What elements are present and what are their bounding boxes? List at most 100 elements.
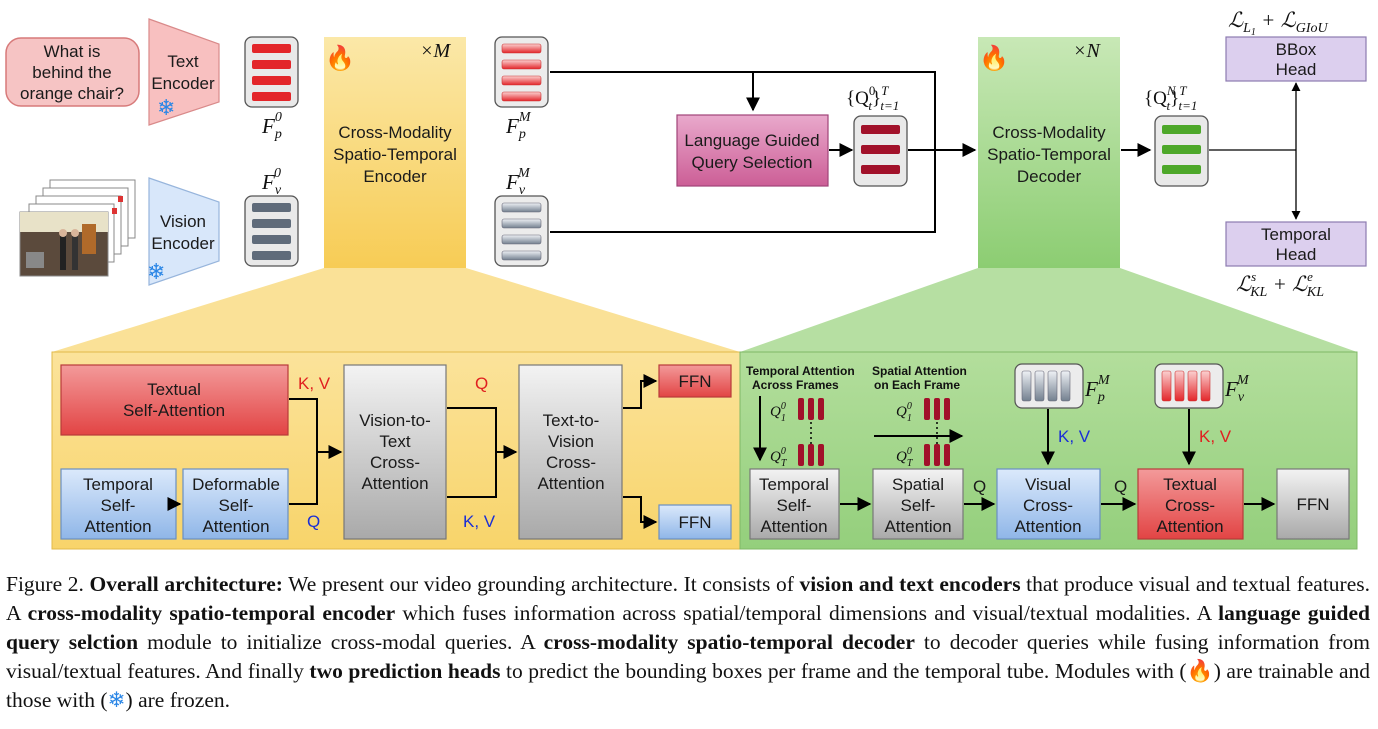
caption-text-2: that produce visual and textual features…: [6, 572, 1370, 625]
vision-encoder-line-2: Encoder: [151, 234, 215, 253]
snowflake-icon: ❄: [157, 95, 175, 120]
spatial-query-bars: [924, 398, 950, 466]
encoder-line-1: Cross-Modality: [338, 123, 452, 142]
text-to-vision-cross-attention: Text-to- Vision Cross- Attention: [518, 364, 623, 540]
caption-text-5: to decoder queries while fusing informat…: [6, 630, 1370, 683]
query-qn-stack: [1154, 115, 1209, 187]
textual-sa-line-1: Textual: [147, 380, 201, 399]
temporal-head: Temporal Head: [1225, 221, 1367, 267]
feature-fpm-stack: [494, 36, 549, 108]
text-encoder-line-1: Text: [167, 52, 198, 71]
enc-temporal-sa-line-1: Temporal: [83, 475, 153, 494]
q-label-decoder-2: Q: [1114, 477, 1127, 496]
ffn-top: FFN: [658, 364, 732, 398]
spatial-self-attention-dec: Spatial Self- Attention: [872, 468, 964, 540]
feature-fv0-stack: [244, 195, 299, 267]
caption-label: Figure 2.: [6, 572, 84, 596]
video-frames-thumbnail: [19, 179, 136, 277]
kv-red-label: K, V: [1199, 427, 1232, 446]
question-line-3: orange chair?: [20, 84, 124, 103]
architecture-figure: What is behind the orange chair? Text En…: [5, 8, 1367, 550]
vision-encoder: Vision Encoder ❄: [147, 177, 220, 286]
v2t-line-2: Text: [379, 432, 410, 451]
flame-icon: 🔥: [1186, 659, 1214, 683]
cross-modality-decoder: 🔥 ×N Cross-Modality Spatio-Temporal Deco…: [978, 37, 1120, 268]
flame-icon: 🔥: [979, 44, 1009, 72]
spatial-attention-heading-1: Spatial Attention: [872, 364, 967, 378]
enc-temporal-sa-line-2: Self-: [101, 496, 136, 515]
language-guided-query-selection: Language Guided Query Selection: [676, 114, 829, 187]
ffn-top-label: FFN: [678, 372, 711, 391]
visual-ca-line-2: Cross-: [1023, 496, 1073, 515]
fvm-label: FvM: [505, 166, 531, 198]
bbox-head-line-2: Head: [1276, 60, 1317, 79]
caption-text-6: to predict the bounding boxes per frame …: [500, 659, 1187, 683]
encoder-repeat-label: ×M: [420, 40, 451, 62]
t2v-line-3: Cross-: [546, 453, 596, 472]
loss-bbox: ℒL1 + ℒGIoU: [1228, 8, 1328, 38]
lgqs-line-1: Language Guided: [684, 131, 819, 150]
ffn-decoder-label: FFN: [1296, 495, 1329, 514]
textual-ca-line-1: Textual: [1163, 475, 1217, 494]
textual-cross-attention: Textual Cross- Attention: [1137, 468, 1244, 540]
decoder-line-3: Decoder: [1017, 167, 1082, 186]
caption-text-4: module to initialize cross-modal queries…: [138, 630, 544, 654]
text-encoder-line-2: Encoder: [151, 74, 215, 93]
fpm-small-label: FpM: [1084, 373, 1111, 405]
dec-spatial-sa-line-3: Attention: [884, 517, 951, 536]
caption-text-1: We present our video grounding architect…: [282, 572, 800, 596]
ffn-decoder: FFN: [1276, 468, 1350, 540]
textual-ca-line-2: Cross-: [1165, 496, 1215, 515]
query-q0-stack: [853, 115, 908, 187]
question-bubble: What is behind the orange chair?: [5, 37, 140, 107]
deformable-sa-line-3: Attention: [202, 517, 269, 536]
vision-to-text-cross-attention: Vision-to- Text Cross- Attention: [343, 364, 447, 540]
temporal-attention-heading-2: Across Frames: [752, 378, 839, 392]
caption-bold-2: cross-modality spatio-temporal encoder: [27, 601, 396, 625]
ffn-bottom-label: FFN: [678, 513, 711, 532]
visual-ca-line-3: Attention: [1014, 517, 1081, 536]
dec-temporal-sa-line-2: Self-: [777, 496, 812, 515]
t2v-line-1: Text-to-: [543, 411, 600, 430]
dec-spatial-sa-line-2: Self-: [901, 496, 936, 515]
spatial-attention-heading-2: on Each Frame: [874, 378, 960, 392]
dec-temporal-sa-line-1: Temporal: [759, 475, 829, 494]
snowflake-icon: ❄: [107, 688, 126, 712]
feature-fp0-stack: [244, 36, 299, 108]
ffn-bottom: FFN: [658, 504, 732, 540]
figure-caption: Figure 2. Overall architecture: We prese…: [6, 570, 1370, 715]
visual-cross-attention: Visual Cross- Attention: [996, 468, 1101, 540]
text-encoder: Text Encoder ❄: [148, 18, 220, 126]
deformable-self-attention: Deformable Self- Attention: [182, 468, 289, 540]
decoder-line-2: Spatio-Temporal: [987, 145, 1111, 164]
caption-text-8: ) are frozen.: [125, 688, 230, 712]
question-line-2: behind the: [32, 63, 111, 82]
t2v-line-4: Attention: [537, 474, 604, 493]
bbox-head: BBox Head: [1225, 36, 1367, 82]
bbox-head-line-1: BBox: [1276, 40, 1317, 59]
temporal-self-attention-enc: Temporal Self- Attention: [60, 468, 177, 540]
caption-text-7: ) are trainable and those with (: [6, 659, 1370, 712]
vision-encoder-line-1: Vision: [160, 212, 206, 231]
enc-temporal-sa-line-3: Attention: [84, 517, 151, 536]
textual-ca-line-3: Attention: [1156, 517, 1223, 536]
decoder-line-1: Cross-Modality: [992, 123, 1106, 142]
caption-bold-4: cross-modality spatio-temporal decoder: [543, 630, 915, 654]
v2t-line-4: Attention: [361, 474, 428, 493]
v2t-line-1: Vision-to-: [359, 411, 431, 430]
dec-temporal-sa-line-3: Attention: [760, 517, 827, 536]
snowflake-icon: ❄: [147, 259, 165, 284]
kv-blue-label: K, V: [1058, 427, 1091, 446]
textual-sa-line-2: Self-Attention: [123, 401, 225, 420]
cross-modality-encoder: 🔥 ×M Cross-Modality Spatio-Temporal Enco…: [324, 37, 466, 268]
temporal-head-line-1: Temporal: [1261, 225, 1331, 244]
caption-bold-1: vision and text encoders: [799, 572, 1021, 596]
flame-icon: 🔥: [325, 44, 355, 72]
encoder-line-3: Encoder: [363, 167, 427, 186]
caption-text-3: which fuses information across spatial/t…: [395, 601, 1219, 625]
